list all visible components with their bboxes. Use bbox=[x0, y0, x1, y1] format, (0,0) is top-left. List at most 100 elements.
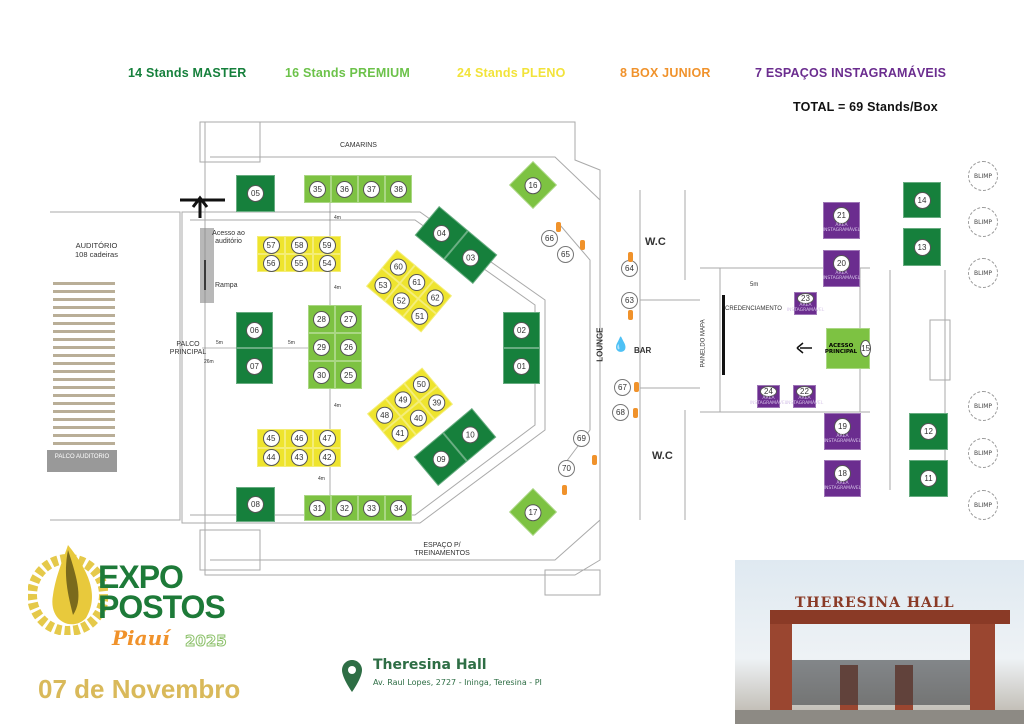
stand-11[interactable]: 11 bbox=[909, 460, 948, 497]
stand-42[interactable]: 42 bbox=[313, 448, 341, 467]
area-instagramavel-label: ÁREA INSTAGRAMÁVEL bbox=[822, 223, 861, 233]
stand-29[interactable]: 29 bbox=[308, 333, 335, 361]
stand-30[interactable]: 30 bbox=[308, 361, 335, 389]
stand-number: 57 bbox=[262, 236, 280, 254]
stand-number: 42 bbox=[318, 449, 336, 466]
stand-number: 37 bbox=[363, 180, 380, 198]
box-junior-65[interactable]: 65 bbox=[557, 246, 574, 263]
stand-31[interactable]: 31 bbox=[304, 495, 331, 521]
box-junior-67[interactable]: 67 bbox=[614, 379, 631, 396]
stand-05[interactable]: 05 bbox=[236, 175, 275, 212]
box-junior-marker bbox=[562, 485, 567, 495]
stand-45[interactable]: 45 bbox=[257, 429, 285, 448]
stand-number: 39 bbox=[427, 394, 445, 412]
stand-26[interactable]: 26 bbox=[335, 333, 362, 361]
logo-script: Piauí bbox=[112, 626, 170, 650]
stand-number: 56 bbox=[262, 254, 280, 272]
stand-55[interactable]: 55 bbox=[285, 254, 313, 272]
stand-number: 28 bbox=[313, 310, 330, 328]
stand-number: 47 bbox=[318, 430, 336, 447]
box-junior-64[interactable]: 64 bbox=[621, 260, 638, 277]
box-junior-70[interactable]: 70 bbox=[558, 460, 575, 477]
stand-number: 34 bbox=[390, 499, 407, 517]
stand-number: 59 bbox=[318, 236, 336, 254]
stand-47[interactable]: 47 bbox=[313, 429, 341, 448]
auditorium-seats-right bbox=[87, 282, 115, 468]
treinamentos-label: ESPAÇO P/ TREINAMENTOS bbox=[414, 542, 470, 558]
stand-13[interactable]: 13 bbox=[903, 228, 941, 266]
stand-number: 17 bbox=[524, 503, 542, 521]
stand-28[interactable]: 28 bbox=[308, 305, 335, 333]
stand-57[interactable]: 57 bbox=[257, 236, 285, 254]
stand-59[interactable]: 59 bbox=[313, 236, 341, 254]
dim-label: 5m bbox=[288, 340, 295, 346]
stand-12[interactable]: 12 bbox=[909, 413, 948, 450]
stand-number: 06 bbox=[246, 321, 263, 339]
stand-number: 01 bbox=[513, 357, 530, 375]
box-junior-63[interactable]: 63 bbox=[621, 292, 638, 309]
stand-number: 12 bbox=[920, 423, 937, 440]
blimp-spot: BLIMP bbox=[968, 258, 998, 288]
box-junior-66[interactable]: 66 bbox=[541, 230, 558, 247]
rampa-label: Rampa bbox=[215, 282, 238, 289]
stand-35[interactable]: 35 bbox=[304, 175, 331, 203]
dim-label: 5m bbox=[216, 340, 223, 346]
legend-total: TOTAL = 69 Stands/Box bbox=[793, 100, 938, 114]
stand-43[interactable]: 43 bbox=[285, 448, 313, 467]
stand-37[interactable]: 37 bbox=[358, 175, 385, 203]
palco-principal-label: PALCO PRINCIPAL bbox=[169, 341, 207, 357]
stand-56[interactable]: 56 bbox=[257, 254, 285, 272]
blimp-spot: BLIMP bbox=[968, 207, 998, 237]
stand-number: 29 bbox=[313, 338, 330, 356]
stand-54[interactable]: 54 bbox=[313, 254, 341, 272]
box-junior-69[interactable]: 69 bbox=[573, 430, 590, 447]
stand-08[interactable]: 08 bbox=[236, 487, 275, 522]
stand-32[interactable]: 32 bbox=[331, 495, 358, 521]
legend-instagram: 7 ESPAÇOS INSTAGRAMÁVEIS bbox=[755, 66, 947, 80]
area-instagramavel-label: ÁREA INSTAGRAMÁVEL bbox=[786, 303, 825, 314]
stand-number: 05 bbox=[247, 185, 264, 202]
blimp-spot: BLIMP bbox=[968, 438, 998, 468]
blimp-spot: BLIMP bbox=[968, 391, 998, 421]
wc-label: W.C bbox=[652, 450, 673, 462]
stand-07[interactable]: 07 bbox=[236, 348, 273, 384]
stand-36[interactable]: 36 bbox=[331, 175, 358, 203]
event-date: 07 de Novembro bbox=[38, 674, 241, 704]
stand-25[interactable]: 25 bbox=[335, 361, 362, 389]
stand-number: 31 bbox=[309, 499, 326, 517]
stand-44[interactable]: 44 bbox=[257, 448, 285, 467]
stand-number: 25 bbox=[340, 366, 357, 384]
stand-number: 32 bbox=[336, 499, 353, 517]
area-instagramavel-label: ÁREA INSTAGRAMÁVEL bbox=[823, 481, 862, 491]
acesso-principal-label: ACESSO PRINCIPAL bbox=[824, 342, 858, 355]
stand-38[interactable]: 38 bbox=[385, 175, 412, 203]
stand-number: 48 bbox=[375, 406, 393, 424]
stand-27[interactable]: 27 bbox=[335, 305, 362, 333]
stand-33[interactable]: 33 bbox=[358, 495, 385, 521]
stand-58[interactable]: 58 bbox=[285, 236, 313, 254]
stand-number: 08 bbox=[247, 496, 264, 513]
stand-number: 10 bbox=[461, 426, 479, 444]
box-junior-marker bbox=[628, 252, 633, 262]
stand-06[interactable]: 06 bbox=[236, 312, 273, 348]
stand-14[interactable]: 14 bbox=[903, 182, 941, 218]
stand-34[interactable]: 34 bbox=[385, 495, 412, 521]
box-junior-68[interactable]: 68 bbox=[612, 404, 629, 421]
box-junior-marker bbox=[633, 408, 638, 418]
stand-02[interactable]: 02 bbox=[503, 312, 540, 348]
box-junior-marker bbox=[592, 455, 597, 465]
dim-label: 4m bbox=[318, 476, 325, 482]
stand-01[interactable]: 01 bbox=[503, 348, 540, 384]
building-roof bbox=[770, 610, 1010, 624]
stand-46[interactable]: 46 bbox=[285, 429, 313, 448]
stand-number: 18 bbox=[834, 465, 851, 483]
